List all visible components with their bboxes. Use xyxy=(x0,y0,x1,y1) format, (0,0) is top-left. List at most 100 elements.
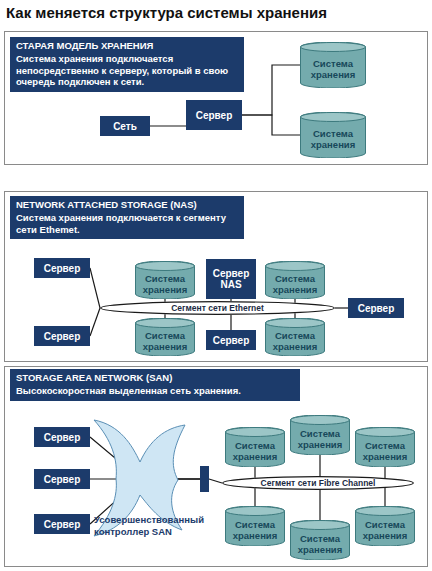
box-label: Сеть xyxy=(113,121,137,132)
server-box: Сервер xyxy=(34,258,90,278)
cylinder-label-area: Система хранения xyxy=(225,437,285,466)
header-box: СТАРАЯ МОДЕЛЬ ХРАНЕНИЯСистема хранения п… xyxy=(10,37,244,92)
connector xyxy=(164,299,165,302)
server-box: Сервер xyxy=(34,427,90,447)
connector xyxy=(209,479,222,483)
connector xyxy=(90,268,100,308)
segment-ellipse xyxy=(223,477,414,490)
storage-label: Система хранения xyxy=(225,520,285,541)
cylinder-top xyxy=(266,262,325,271)
storage-label: Система хранения xyxy=(290,534,350,555)
cylinder-label-area: Система хранения xyxy=(290,530,350,559)
cylinder-top xyxy=(356,428,415,437)
header-box: STORAGE AREA NETWORK (SAN)Высокоскоростн… xyxy=(10,369,300,401)
connector xyxy=(384,467,385,478)
connector xyxy=(90,308,100,336)
san-controller: Усовершенствованный контроллер SAN xyxy=(200,466,209,492)
box-label: Сервер xyxy=(44,519,81,530)
network-box: Сеть xyxy=(100,116,150,136)
header-title: СТАРАЯ МОДЕЛЬ ХРАНЕНИЯ xyxy=(16,40,238,52)
cylinder-top xyxy=(266,319,325,328)
storage-cylinder: Система хранения xyxy=(225,506,285,546)
connector xyxy=(319,490,320,520)
storage-cylinder: Система хранения xyxy=(135,318,195,356)
box-label: Сервер xyxy=(44,331,81,342)
cylinder-label-area: Система хранения xyxy=(135,271,195,298)
storage-cylinder: Система хранения xyxy=(265,318,325,356)
box-label: Сервер xyxy=(44,263,81,274)
connector xyxy=(294,313,295,318)
box-label: Сервер xyxy=(358,303,395,314)
storage-label: Система хранения xyxy=(290,429,350,450)
server-box: Сервер xyxy=(34,326,90,346)
panel-frame xyxy=(5,367,428,567)
cylinder-top xyxy=(291,416,350,425)
cylinder-body xyxy=(301,112,366,158)
box-label: Сервер xyxy=(44,474,81,485)
header-box: NETWORK ATTACHED STORAGE (NAS)Система хр… xyxy=(10,196,244,239)
cylinder-top xyxy=(291,521,350,530)
ethernet-segment: Сегмент сети Ethernet xyxy=(100,301,335,315)
cylinder-body xyxy=(356,427,415,467)
cylinder-label-area: Система хранения xyxy=(300,52,366,87)
cylinder-label-area: Система хранения xyxy=(135,328,195,355)
segment-label: Сегмент сети Ethernet xyxy=(171,303,264,313)
header-body: Высокоскоростная выделенная сеть хранени… xyxy=(16,385,294,397)
storage-cylinder: Система хранения xyxy=(300,112,366,158)
connector xyxy=(319,455,320,476)
cylinder-label-area: Система хранения xyxy=(290,425,350,454)
header-title: STORAGE AREA NETWORK (SAN) xyxy=(16,372,294,384)
cylinder-label-area: Система хранения xyxy=(225,516,285,545)
cylinder-top xyxy=(136,319,195,328)
server-box: Сервер xyxy=(34,514,90,534)
storage-label: Система хранения xyxy=(355,441,415,462)
panel-frame xyxy=(5,32,428,165)
storage-cylinder: Система хранения xyxy=(135,261,195,299)
connector xyxy=(254,467,255,478)
header-body: Система хранения подключается непосредст… xyxy=(16,53,238,88)
cylinder-label-area: Система хранения xyxy=(355,437,415,466)
cylinder-body xyxy=(266,318,325,356)
storage-cylinder: Система хранения xyxy=(265,261,325,299)
controller-label: Усовершенствованный контроллер SAN xyxy=(94,514,219,537)
segment-ellipse xyxy=(101,302,335,315)
cylinder-top xyxy=(136,262,195,271)
cylinder-label-area: Система хранения xyxy=(355,516,415,545)
storage-label: Система хранения xyxy=(355,520,415,541)
box-label: Сервер xyxy=(44,432,81,443)
storage-label: Система хранения xyxy=(300,59,366,80)
server-box: Сервер xyxy=(206,330,256,350)
cylinder-body xyxy=(291,415,350,455)
cylinder-top xyxy=(301,43,366,52)
diagram-title: Как меняется структура системы хранения xyxy=(6,4,327,21)
connector xyxy=(230,315,231,330)
cylinder-body xyxy=(356,506,415,546)
cylinder-body xyxy=(291,520,350,560)
fibre-channel-segment: Сегмент сети Fibre Channel xyxy=(222,476,414,490)
server-box: Сервер xyxy=(348,298,404,318)
storage-label: Система хранения xyxy=(265,274,325,295)
storage-cylinder: Система хранения xyxy=(290,415,350,455)
cylinder-top xyxy=(356,507,415,516)
storage-label: Система хранения xyxy=(225,441,285,462)
cylinder-body xyxy=(136,318,195,356)
cylinder-top xyxy=(226,507,285,516)
server-box: Сервер xyxy=(186,100,242,130)
storage-label: Система хранения xyxy=(135,274,195,295)
header-body: Система хранения подключается к сегменту… xyxy=(16,212,238,235)
connector xyxy=(254,488,255,506)
segment-label-area: Сегмент сети Ethernet xyxy=(100,301,335,315)
segment-label-area: Сегмент сети Fibre Channel xyxy=(222,476,414,490)
connector xyxy=(384,488,385,506)
segment-label: Сегмент сети Fibre Channel xyxy=(261,478,376,488)
storage-cylinder: Система хранения xyxy=(225,427,285,467)
storage-label: Система хранения xyxy=(300,129,366,150)
cylinder-label-area: Система хранения xyxy=(265,328,325,355)
server-box: Сервер xyxy=(34,469,90,489)
connector xyxy=(242,115,300,135)
cylinder-body xyxy=(226,506,285,546)
cylinder-label-area: Система хранения xyxy=(265,271,325,298)
box-label: Сервер NAS xyxy=(206,268,256,290)
storage-cylinder: Система хранения xyxy=(355,427,415,467)
